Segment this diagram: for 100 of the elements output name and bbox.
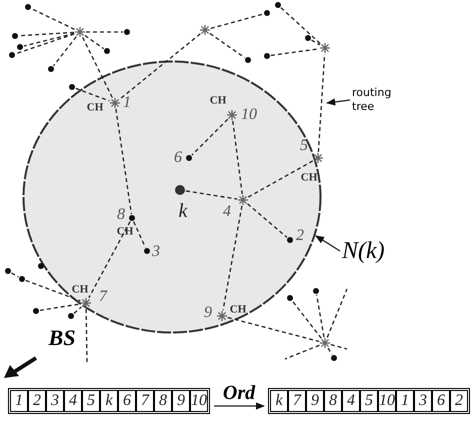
neighborhood-label: N(k) <box>342 238 402 264</box>
cluster-head-label: CH <box>300 172 318 184</box>
dashed-link <box>326 288 348 338</box>
array-box <box>8 388 210 414</box>
dashed-link <box>311 39 320 46</box>
node-number: 8 <box>117 207 125 223</box>
dashed-link <box>11 272 19 278</box>
base-station-label: BS <box>48 327 76 349</box>
array-cell: 3 <box>414 390 432 412</box>
sensor-node <box>305 35 311 41</box>
dashed-link <box>186 190 238 200</box>
sensor-node <box>313 288 319 294</box>
dashed-link <box>18 32 74 36</box>
arrow <box>214 402 265 410</box>
sensor-node <box>5 268 11 274</box>
dashed-link <box>24 32 74 47</box>
dashed-link <box>270 48 320 56</box>
dashed-link <box>40 303 80 312</box>
array-box <box>268 388 470 414</box>
cluster-head-label: CH <box>86 102 104 114</box>
dashed-link <box>222 206 243 310</box>
dashed-link <box>26 280 81 302</box>
dashed-link <box>210 32 246 58</box>
sensor-node <box>124 29 130 35</box>
dashed-link <box>115 108 132 214</box>
cluster-head-label: CH <box>210 96 226 106</box>
dashed-link <box>119 33 201 100</box>
sensor-node <box>275 2 281 8</box>
cluster-head-label: CH <box>116 226 134 238</box>
dashed-link <box>85 308 88 362</box>
array-cell: 7 <box>288 390 306 412</box>
array-cell: 8 <box>154 390 172 412</box>
dashed-link <box>191 118 228 156</box>
dashed-link <box>284 344 320 360</box>
array-cell: 2 <box>450 390 468 412</box>
dashed-link <box>316 294 325 338</box>
node-number: 10 <box>241 107 257 123</box>
array-cell: 9 <box>306 390 324 412</box>
node-number: 2 <box>296 228 304 244</box>
cluster-head-label: CH <box>230 304 246 316</box>
sensor-node <box>104 48 110 54</box>
sensor-node <box>264 53 270 59</box>
sensor-node <box>48 66 54 72</box>
sensor-node <box>9 52 15 58</box>
node-number: 3 <box>152 244 160 260</box>
array-cell: 9 <box>172 390 190 412</box>
node-number: 4 <box>223 204 231 220</box>
array-cell: 2 <box>28 390 46 412</box>
dashed-link <box>318 54 326 152</box>
array-cell: 1 <box>396 390 414 412</box>
array-cell: k <box>270 390 288 412</box>
array-cell: 10 <box>190 390 208 412</box>
sensor-node <box>12 33 18 39</box>
cluster-head-star <box>320 43 330 53</box>
array-cell: k <box>100 390 118 412</box>
array-cell: 7 <box>136 390 154 412</box>
array-cell: 8 <box>324 390 342 412</box>
dashed-link <box>328 348 332 355</box>
dashed-link <box>88 221 131 298</box>
dashed-link <box>210 13 264 30</box>
dashed-link <box>330 344 348 350</box>
array-cell: 10 <box>378 390 396 412</box>
array-cell: 4 <box>342 390 360 412</box>
dashed-link <box>82 37 113 98</box>
node-number: k <box>178 201 188 221</box>
dashed-link <box>16 33 75 54</box>
sensor-node <box>33 308 39 314</box>
dashed-link <box>247 203 288 238</box>
sensor-node <box>19 276 25 282</box>
dashed-link <box>228 316 320 342</box>
node-number: 1 <box>123 95 131 111</box>
dashed-link <box>84 34 104 50</box>
array-cell: 3 <box>46 390 64 412</box>
node-number: 9 <box>204 305 212 321</box>
dashed-link <box>133 221 146 248</box>
array-cell: 6 <box>432 390 450 412</box>
leader-line <box>315 235 340 252</box>
sensor-node <box>69 84 75 90</box>
array-cell: 6 <box>118 390 136 412</box>
callout-text: routing tree <box>352 86 400 114</box>
dashed-link <box>76 88 110 102</box>
node-number: 5 <box>300 138 308 154</box>
dashed-link <box>52 36 77 66</box>
dashed-link <box>232 120 243 194</box>
array-cell: 4 <box>64 390 82 412</box>
sensor-node <box>38 263 44 269</box>
sensor-node <box>287 295 293 301</box>
array-cell: 1 <box>10 390 28 412</box>
array-cell: 5 <box>360 390 378 412</box>
cluster-head-label: CH <box>72 284 88 296</box>
node-number: 6 <box>174 150 182 166</box>
node-number: 7 <box>99 289 107 305</box>
sensor-node <box>25 4 31 10</box>
sensor-node <box>68 313 74 319</box>
leader-line <box>326 98 350 106</box>
cluster-head-star <box>200 25 210 35</box>
dashed-link <box>74 306 82 314</box>
dashed-link <box>31 8 75 30</box>
dashed-link <box>248 160 314 198</box>
sensor-node <box>331 355 337 361</box>
